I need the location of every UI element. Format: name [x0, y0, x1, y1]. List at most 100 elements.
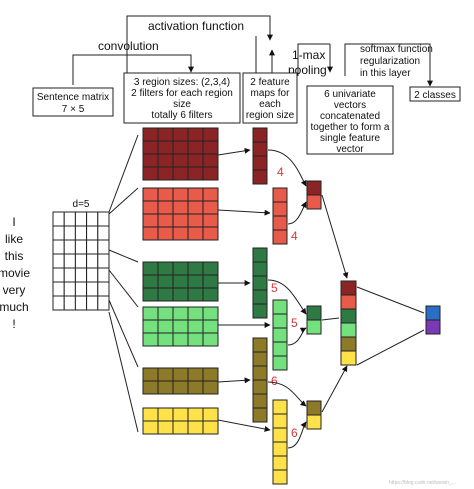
fmap-6-cell	[272, 455, 288, 471]
filter-region-2-b-cell	[142, 420, 159, 435]
filter-region-2-a-cell	[187, 380, 204, 395]
filter-region-3-a-cell	[142, 274, 159, 289]
filter-region-4-b-cell	[157, 200, 174, 215]
region-sizes-line-3: size	[173, 99, 191, 110]
filter-region-3-b-cell	[172, 319, 189, 334]
region-sizes-line-4: totally 6 filters	[151, 110, 212, 121]
sentence-matrix-cell	[74, 239, 88, 255]
filter-region-4-a-cell	[172, 153, 189, 168]
univariate-line-1: 6 univariate	[324, 89, 376, 100]
sentence-matrix-grid	[52, 211, 110, 311]
filter-region-3-a-cell	[157, 274, 174, 289]
sentence-matrix-cell	[52, 267, 65, 283]
dimension-label: d=5	[73, 199, 90, 210]
filter-region-3-b-cell	[187, 319, 204, 334]
sentence-matrix-cell	[97, 267, 110, 283]
pooled-2a-cell	[306, 305, 322, 321]
filter-region-3-b-cell	[187, 332, 204, 347]
sentence-matrix-cell	[97, 211, 110, 227]
pooled-3b	[306, 414, 322, 430]
fmap-length-4: 5	[291, 316, 298, 330]
fmap-2-cell	[272, 187, 288, 203]
sentence-matrix-cell	[52, 281, 65, 297]
concat-cell-3-cell	[340, 308, 357, 324]
concat-cell-2-cell	[340, 294, 357, 310]
sentence-matrix-cell	[74, 253, 88, 269]
watermark: https://blog.csdn.net/weixin_...	[389, 480, 456, 486]
fmap-1-cell	[252, 155, 268, 171]
max-pooling-label-1: 1-max	[292, 48, 325, 62]
sentence-matrix-cell	[52, 211, 65, 227]
filter-region-2-b-cell	[157, 407, 174, 422]
softmax-label-1: softmax function	[360, 44, 433, 55]
concat-cell-4-cell	[340, 322, 357, 338]
filter-region-2-a-cell	[172, 380, 189, 395]
pooled-2a	[306, 305, 322, 321]
sentence-matrix-cell	[86, 267, 99, 283]
filter-region-3-b-cell	[172, 332, 189, 347]
sentence-words: I like this movie very much !	[0, 215, 30, 331]
top-connectors	[72, 15, 433, 87]
fmap-4	[272, 299, 288, 371]
filter-to-feature-arrows	[217, 147, 271, 432]
univariate-line-2: vectors	[334, 100, 366, 111]
fmap-length-5: 6	[271, 374, 278, 388]
sentence-matrix-cell	[86, 211, 99, 227]
pooled-1a	[306, 180, 322, 196]
feature-maps-line-2: maps for	[251, 88, 291, 99]
fmap-2-cell	[272, 201, 288, 217]
sentence-matrix-cell	[97, 253, 110, 269]
filter-region-2-a-cell	[142, 380, 159, 395]
filter-region-4-b-cell	[172, 200, 189, 215]
filter-region-4-a-cell	[202, 140, 219, 155]
softmax-label-3: in this layer	[360, 68, 411, 79]
filter-region-3-a-cell	[157, 261, 174, 276]
fmap-5-cell	[252, 365, 268, 381]
filter-region-2-b-cell	[202, 407, 219, 422]
filter-region-4-a-cell	[187, 166, 204, 181]
filter-region-4-b-cell	[142, 226, 159, 241]
filter-region-3-a-cell	[202, 287, 219, 302]
filter-region-4-a-cell	[172, 127, 189, 142]
filter-region-4-b-cell	[157, 226, 174, 241]
sentence-matrix-cell	[74, 281, 88, 297]
filter-region-3-b-cell	[142, 332, 159, 347]
word-5: very	[3, 283, 26, 297]
fmap-4-cell	[272, 313, 288, 329]
filter-region-2-a-cell	[157, 367, 174, 382]
region-sizes-box: 3 region sizes: (2,3,4) 2 filters for ea…	[123, 72, 241, 124]
filter-region-3-b-cell	[202, 319, 219, 334]
concat-cell-3	[340, 308, 357, 324]
softmax-label-2: regularization	[360, 56, 420, 67]
filter-region-4-a-cell	[157, 166, 174, 181]
filter-region-4-b-cell	[142, 200, 159, 215]
output-class-1	[425, 305, 441, 321]
filter-region-4-a-cell	[187, 140, 204, 155]
filter-region-4-a-cell	[142, 153, 159, 168]
sentence-matrix-cell	[63, 295, 76, 311]
feature-maps-box: 2 feature maps for each region size	[242, 72, 298, 124]
filter-region-2-a-cell	[202, 380, 219, 395]
fmap-4-cell	[272, 299, 288, 315]
filter-region-3-b-cell	[202, 306, 219, 321]
filter-region-4-b-cell	[157, 187, 174, 202]
filter-region-3-a-cell	[142, 287, 159, 302]
sentence-matrix-cell	[63, 211, 76, 227]
fmap-1-cell	[252, 169, 268, 185]
filter-region-4-a-cell	[157, 153, 174, 168]
pooled-1b-cell	[306, 194, 322, 210]
sentence-matrix	[52, 211, 110, 311]
filter-region-2-b-cell	[157, 420, 174, 435]
fmap-2-cell	[272, 215, 288, 231]
concat-cell-2	[340, 294, 357, 310]
fmap-1	[252, 127, 268, 185]
word-1: I	[12, 215, 15, 229]
filter-region-2-a-cell	[142, 367, 159, 382]
filter-region-4-b-cell	[157, 213, 174, 228]
sentence-matrix-cell	[97, 295, 110, 311]
output-class-1-cell	[425, 305, 441, 321]
sentence-matrix-box: Sentence matrix 7 × 5	[32, 87, 114, 117]
fmap-4-cell	[272, 341, 288, 357]
output-class-2	[425, 319, 441, 335]
